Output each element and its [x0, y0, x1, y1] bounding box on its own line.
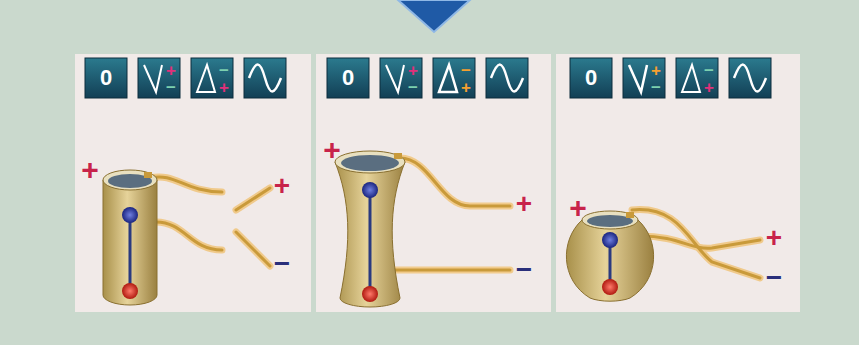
zero-icon: 0 — [100, 67, 112, 89]
polarity-sign: − — [704, 62, 714, 79]
terminal-sign: + — [766, 224, 782, 252]
icon-box — [85, 58, 127, 98]
polarity-sign: + — [704, 79, 714, 96]
polarity-sign: − — [219, 62, 229, 79]
terminal-sign: − — [516, 256, 532, 284]
triangle-symbol — [197, 65, 215, 92]
wires — [150, 158, 760, 278]
v-symbol — [386, 65, 404, 92]
zero-icon: 0 — [585, 67, 597, 89]
pole-sign: + — [81, 155, 99, 185]
icon-box — [244, 58, 286, 98]
icon-box — [327, 58, 369, 98]
polarity-sign: + — [651, 62, 661, 79]
sine-symbol — [249, 65, 281, 92]
v-symbol — [144, 65, 162, 92]
panel — [556, 54, 800, 312]
piezo-stretched — [566, 211, 653, 301]
sine-symbol — [491, 65, 523, 92]
polarity-sign: − — [461, 62, 471, 79]
polarity-sign: + — [166, 62, 176, 79]
v-symbol — [629, 65, 647, 92]
icon-box — [623, 58, 665, 98]
piezo-compressed — [335, 151, 405, 307]
panel — [75, 54, 311, 312]
triangle-symbol — [439, 65, 457, 92]
pole-sign: + — [569, 193, 587, 223]
icon-box — [433, 58, 475, 98]
polarity-sign: − — [651, 79, 661, 96]
terminal-sign: − — [766, 264, 782, 292]
polarity-sign: + — [219, 79, 229, 96]
down-arrow — [398, 0, 470, 32]
icon-box — [676, 58, 718, 98]
icon-box — [486, 58, 528, 98]
icon-box — [138, 58, 180, 98]
polarity-sign: + — [408, 62, 418, 79]
zero-icon: 0 — [342, 67, 354, 89]
icon-box — [570, 58, 612, 98]
sine-symbol — [734, 65, 766, 92]
polarity-sign: − — [166, 79, 176, 96]
terminal-sign: − — [274, 250, 290, 278]
polarity-sign: + — [461, 79, 471, 96]
polarity-sign: − — [408, 79, 418, 96]
icon-row — [85, 58, 771, 98]
triangle-symbol — [682, 65, 700, 92]
icon-box — [380, 58, 422, 98]
panel — [316, 54, 551, 312]
pole-sign: + — [323, 135, 341, 165]
icon-box — [191, 58, 233, 98]
terminal-sign: + — [516, 190, 532, 218]
piezo-cylinder — [103, 170, 157, 305]
icon-box — [729, 58, 771, 98]
terminal-sign: + — [274, 172, 290, 200]
